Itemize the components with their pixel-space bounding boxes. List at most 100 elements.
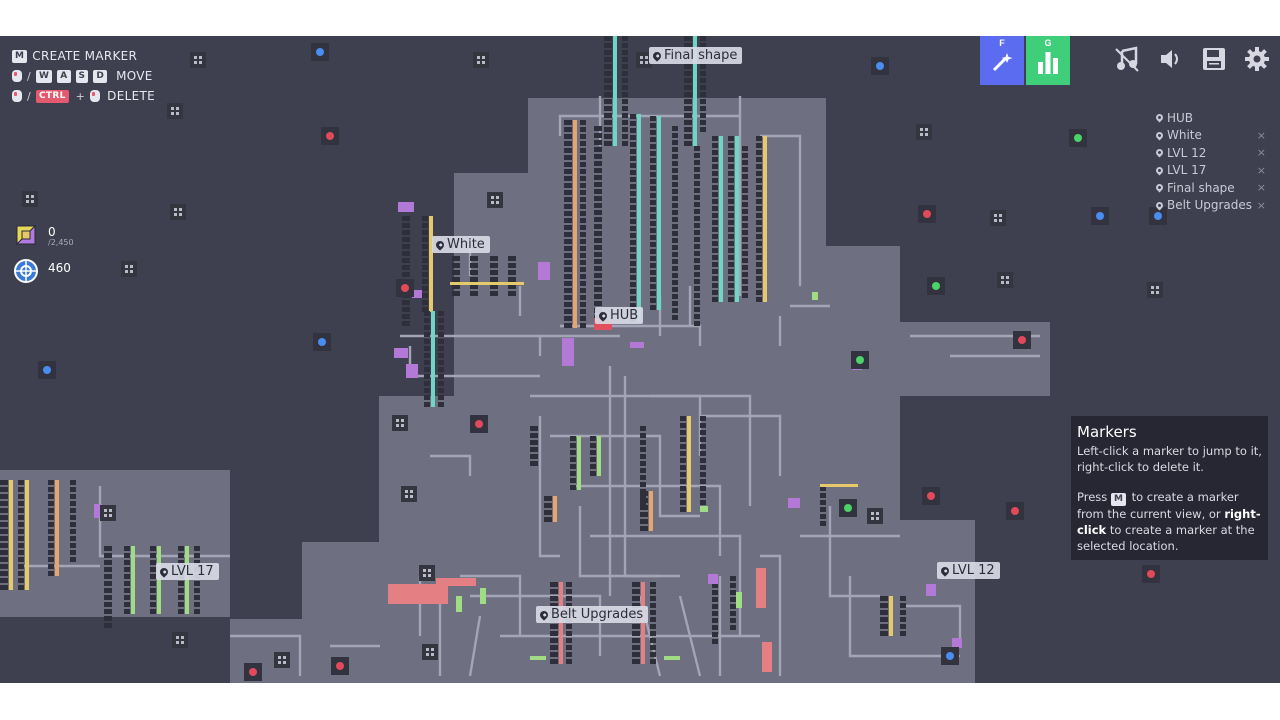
resource-patch xyxy=(916,124,932,140)
resource-patch xyxy=(190,52,206,68)
delete-marker-icon[interactable]: × xyxy=(1256,163,1266,177)
delete-marker-icon[interactable]: × xyxy=(1256,146,1266,160)
machine-tile xyxy=(622,120,628,125)
marker-list-item[interactable]: Belt Upgrades × xyxy=(1154,197,1268,215)
resource-node xyxy=(496,196,499,199)
machine-tile xyxy=(650,291,656,296)
machine-tile xyxy=(756,269,762,274)
machine-tile xyxy=(680,430,686,435)
resource-node xyxy=(181,636,184,639)
machine-tile xyxy=(48,571,54,576)
machine-tile xyxy=(622,99,628,104)
machine-tile xyxy=(712,639,718,644)
music-muted-icon[interactable] xyxy=(1114,46,1140,72)
machine-tile xyxy=(650,207,656,212)
machine-tile xyxy=(672,294,678,299)
map-label-text: Belt Upgrades xyxy=(551,607,644,622)
machine-tile xyxy=(640,426,646,431)
machine-tile xyxy=(630,282,636,287)
machine-tile xyxy=(650,305,656,310)
map-label-belt-upgrades[interactable]: Belt Upgrades xyxy=(536,606,649,623)
marker-list-item[interactable]: Final shape × xyxy=(1154,179,1268,197)
machine-tile xyxy=(640,498,648,503)
machine-tile xyxy=(150,581,156,586)
resource-node xyxy=(130,265,133,268)
machine-tile xyxy=(650,263,656,268)
machine-tile xyxy=(742,279,748,284)
machine-tile xyxy=(18,557,24,562)
machine-tile xyxy=(422,230,428,235)
sound-icon[interactable] xyxy=(1158,46,1184,72)
machine-tile xyxy=(104,560,112,565)
machine-tile xyxy=(124,595,130,600)
map-label-final-shape[interactable]: Final shape xyxy=(649,47,743,64)
machine-tile xyxy=(712,206,718,211)
machine-tile xyxy=(742,188,748,193)
resource-node xyxy=(176,107,179,110)
machine-tile xyxy=(650,256,656,261)
delete-marker-icon[interactable]: × xyxy=(1256,198,1266,212)
machine-tile xyxy=(820,514,826,519)
machine-tile xyxy=(712,590,718,595)
machine-tile xyxy=(742,293,748,298)
machine-tile xyxy=(490,270,498,275)
machine-tile xyxy=(680,423,686,428)
machine-tile xyxy=(630,121,636,126)
machine-tile xyxy=(742,209,748,214)
machine-tile xyxy=(402,314,410,319)
machine-tile xyxy=(630,128,636,133)
machine-tile xyxy=(694,286,700,291)
tooltip-right-click: right-click xyxy=(1077,507,1261,537)
machine-tile xyxy=(712,276,718,281)
machine-tile xyxy=(150,602,156,607)
marker-list-item[interactable]: White × xyxy=(1154,127,1268,145)
purple-machine xyxy=(398,202,414,212)
marker-list-item[interactable]: LVL 12 × xyxy=(1154,144,1268,162)
machine-tile xyxy=(756,255,762,260)
machine-tile xyxy=(630,177,636,182)
statistics-button[interactable]: G xyxy=(1026,36,1070,85)
machine-tile xyxy=(650,200,656,205)
resource-layer xyxy=(22,43,1167,681)
marker-name: LVL 12 xyxy=(1167,145,1207,160)
settings-gear-icon[interactable] xyxy=(1244,46,1270,72)
machine-tile xyxy=(728,241,734,246)
machine-tile xyxy=(594,196,602,201)
save-icon[interactable] xyxy=(1201,46,1227,72)
machine-tile xyxy=(742,167,748,172)
map-label-hub[interactable]: HUB xyxy=(595,307,644,324)
marker-list-item[interactable]: HUB xyxy=(1154,109,1268,127)
machine-tile xyxy=(672,301,678,306)
machine-tile xyxy=(672,126,678,131)
machine-tile xyxy=(564,204,572,209)
machine-tile xyxy=(48,557,54,562)
map-label-text: HUB xyxy=(610,308,639,323)
colored-belt-strip xyxy=(889,596,893,636)
machine-tile xyxy=(728,213,734,218)
machine-tile xyxy=(650,158,656,163)
delete-marker-icon[interactable]: × xyxy=(1256,128,1266,142)
machine-tile xyxy=(630,212,636,217)
machine-tile xyxy=(424,367,430,372)
map-label-white[interactable]: White xyxy=(432,236,490,253)
delete-marker-icon[interactable]: × xyxy=(1256,181,1266,195)
machine-tile xyxy=(672,147,678,152)
map-pin-icon xyxy=(1154,165,1165,176)
machine-tile xyxy=(700,106,706,111)
machine-tile xyxy=(630,156,636,161)
game-viewport[interactable] xyxy=(0,36,1280,683)
resource-node xyxy=(927,492,935,500)
machine-tile xyxy=(570,471,576,476)
map-label-lvl17[interactable]: LVL 17 xyxy=(156,563,219,580)
wand-button[interactable]: F xyxy=(980,36,1024,85)
factory-map[interactable] xyxy=(0,36,1280,683)
machine-tile xyxy=(104,602,112,607)
machine-tile xyxy=(684,43,692,48)
machine-tile xyxy=(712,143,718,148)
map-label-lvl12[interactable]: LVL 12 xyxy=(937,562,1000,579)
marker-list-item[interactable]: LVL 17 × xyxy=(1154,162,1268,180)
resource-node xyxy=(645,56,648,59)
machine-tile xyxy=(124,574,130,579)
machine-tile xyxy=(422,244,428,249)
machine-tile xyxy=(632,596,640,601)
